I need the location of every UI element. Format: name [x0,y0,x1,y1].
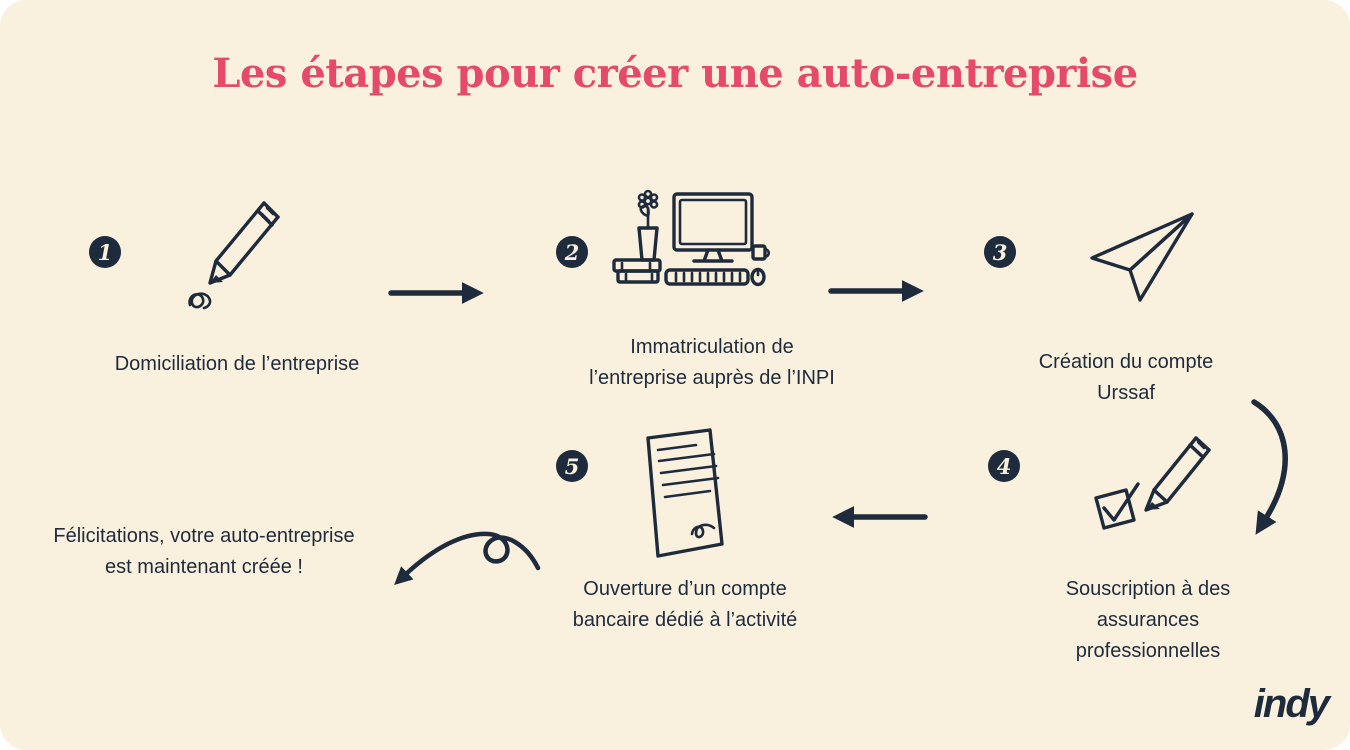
step-5-label: Ouverture d’un compte bancaire dédié à l… [572,578,798,631]
step-2-number: 2 [556,236,588,268]
arrow-right-icon [828,280,928,302]
arrow-right-icon [388,282,488,304]
step-4-number: 4 [988,450,1020,482]
document-icon [622,424,742,564]
step-1-label: Domiciliation de l’entreprise [114,353,360,375]
page-title: Les étapes pour créer une auto-entrepris… [212,50,1138,97]
step-5-number: 5 [556,450,588,482]
pencil-icon [180,195,300,330]
arrow-curly-left-icon [392,524,542,596]
step-3-label: Création du compte Urssaf [1038,351,1214,404]
computer-icon [608,188,771,313]
step-1-number: 1 [89,236,121,268]
arrow-curved-down-icon [1240,398,1300,538]
step-4-label: Souscription à des assurances profession… [1065,578,1231,662]
checkbox-pencil-icon [1082,428,1212,548]
indy-logo: indy [1253,682,1330,726]
step-2-label: Immatriculation de l’entreprise auprès d… [589,336,835,389]
arrow-left-icon [828,506,928,528]
step-3-number: 3 [984,236,1016,268]
final-message: Félicitations, votre auto-entreprise est… [53,525,355,578]
paper-plane-icon [1088,208,1198,308]
